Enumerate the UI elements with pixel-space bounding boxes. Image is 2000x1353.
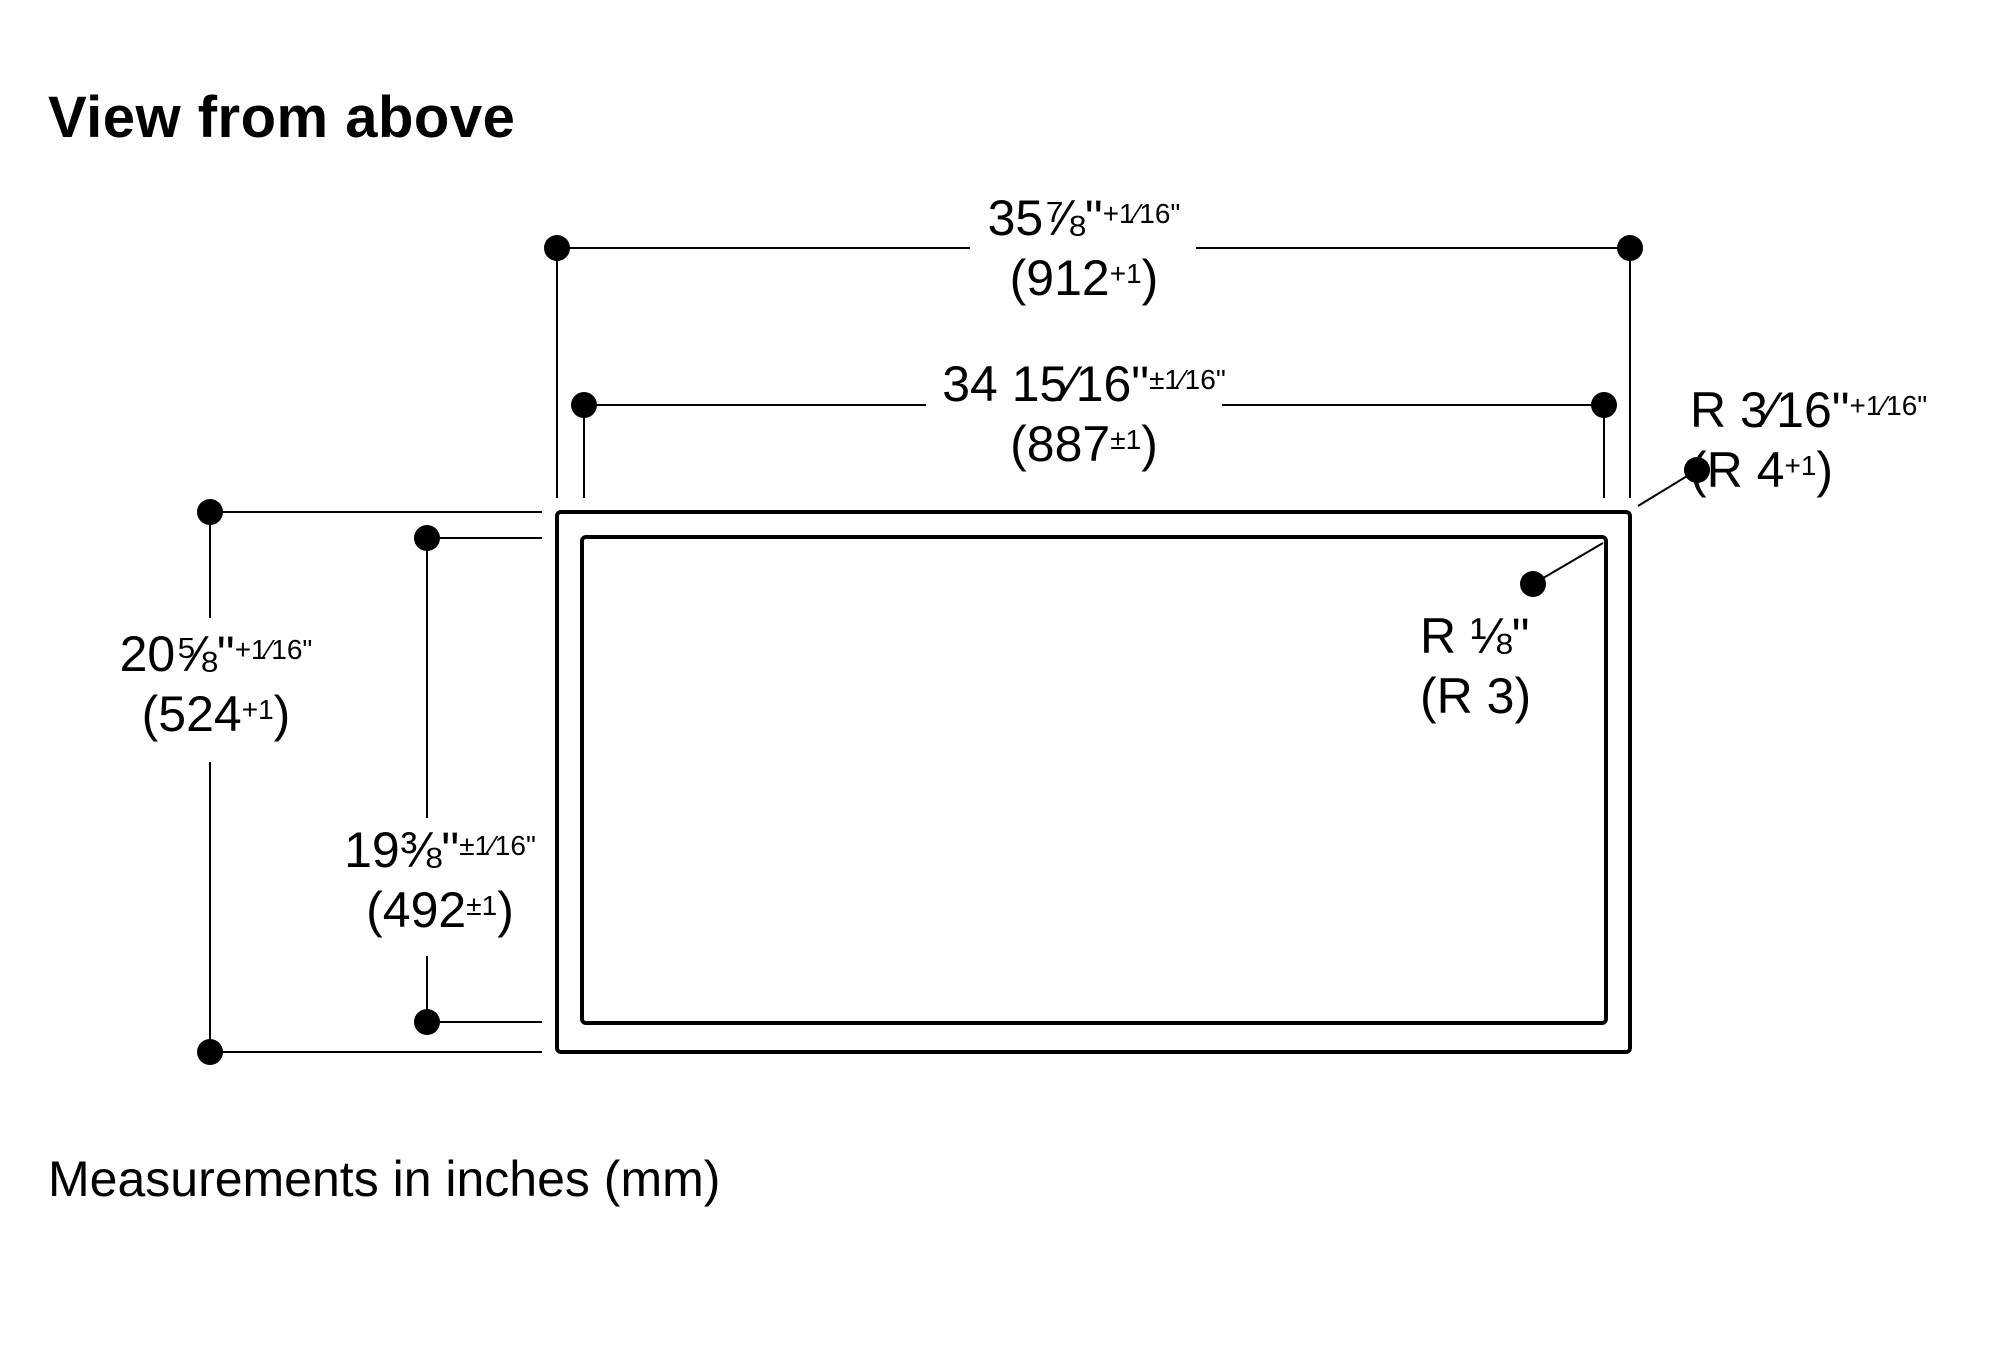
inner-width-inches: 34 15⁄16" [942, 356, 1150, 412]
inner-height-top-endpoint [414, 525, 440, 551]
outer-radius-label: R 3⁄16"+1⁄16" (R 4+1) [1690, 380, 1950, 500]
inner-width-mm-tolerance: ±1 [1110, 424, 1142, 455]
inner-width-left-endpoint [571, 392, 597, 418]
outer-height-mm: (524 [141, 686, 242, 742]
inner-height-inches: 19⅜" [344, 822, 460, 878]
outer-radius-inches: R 3⁄16" [1690, 382, 1850, 438]
outer-radius-mm: (R 4 [1690, 442, 1785, 498]
inner-width-close-paren: ) [1141, 416, 1158, 472]
diagram-title: View from above [48, 85, 516, 150]
inner-height-dimension-line [426, 537, 542, 1023]
outer-width-right-endpoint [1617, 235, 1643, 261]
outer-height-inches: 20⅝" [119, 626, 235, 682]
inner-height-bottom-endpoint [414, 1009, 440, 1035]
outer-cutout-outline [555, 510, 1632, 1054]
outer-height-top-endpoint [197, 499, 223, 525]
inner-radius-mm: (R 3) [1420, 668, 1532, 724]
inner-width-inches-tolerance: ±1⁄16" [1149, 364, 1226, 395]
outer-radius-close-paren: ) [1816, 442, 1834, 498]
outer-height-mm-tolerance: +1 [241, 694, 274, 725]
inner-radius-endpoint [1520, 571, 1546, 597]
inner-cutout-outline [580, 535, 1608, 1025]
outer-radius-inches-tolerance: +1⁄16" [1849, 390, 1928, 421]
inner-width-right-endpoint [1591, 392, 1617, 418]
outer-width-inches: 35⅞" [987, 190, 1103, 246]
outer-width-inches-tolerance: +1⁄16" [1102, 198, 1181, 229]
outer-height-dimension-line [209, 511, 542, 1053]
outer-width-mm: (912 [1009, 250, 1110, 306]
inner-width-mm: (887 [1010, 416, 1111, 472]
outer-height-inches-tolerance: +1⁄16" [234, 634, 313, 665]
measurement-units-note: Measurements in inches (mm) [48, 1151, 721, 1207]
inner-height-inches-tolerance: ±1⁄16" [459, 830, 536, 861]
outer-width-left-endpoint [544, 235, 570, 261]
inner-height-label: 19⅜"±1⁄16" (492±1) [300, 820, 580, 940]
outer-radius-mm-tolerance: +1 [1784, 450, 1817, 481]
outer-radius-endpoint [1684, 457, 1710, 483]
inner-height-mm-tolerance: ±1 [466, 890, 498, 921]
inner-radius-leader [1532, 542, 1604, 585]
inner-radius-inches: R ⅛" [1420, 608, 1530, 664]
inner-width-label: 34 15⁄16"±1⁄16" (887±1) [864, 354, 1304, 474]
outer-width-label: 35⅞"+1⁄16" (912+1) [884, 188, 1284, 308]
outer-width-mm-tolerance: +1 [1109, 258, 1142, 289]
inner-height-close-paren: ) [497, 882, 514, 938]
outer-height-close-paren: ) [273, 686, 291, 742]
inner-height-mm: (492 [366, 882, 467, 938]
outer-height-bottom-endpoint [197, 1039, 223, 1065]
inner-radius-label: R ⅛" (R 3) [1420, 606, 1600, 726]
outer-height-label: 20⅝"+1⁄16" (524+1) [76, 624, 356, 744]
inner-width-dimension-line [583, 404, 1605, 498]
outer-width-close-paren: ) [1141, 250, 1159, 306]
outer-width-dimension-line [556, 247, 1631, 498]
